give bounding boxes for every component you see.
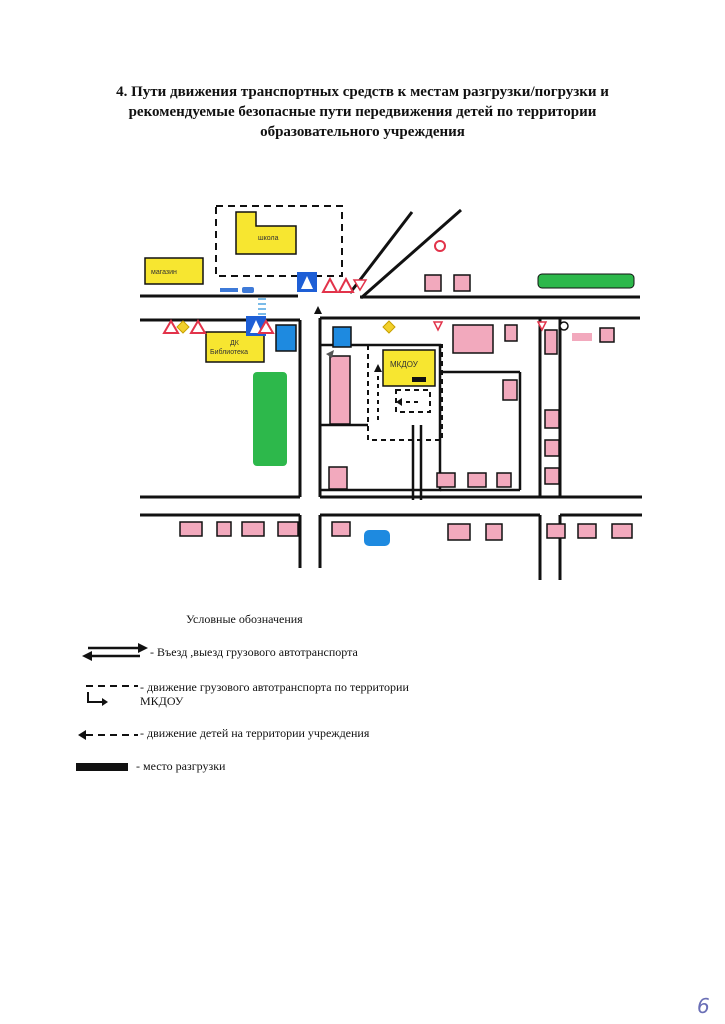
houses xyxy=(179,274,633,541)
crosswalks xyxy=(220,272,317,336)
page-title: 4. Пути движения транспортных средств к … xyxy=(40,82,685,142)
title-line-2: рекомендуемые безопасные пути передвижен… xyxy=(128,104,597,120)
legend-item-truck-route-line1: - движение грузового автотранспорта по т… xyxy=(140,680,409,694)
house-long xyxy=(329,355,351,425)
school-zone xyxy=(215,205,343,277)
school-building xyxy=(235,211,297,255)
unloading-spot xyxy=(412,377,426,382)
kindergarten-building xyxy=(382,349,436,387)
library-building xyxy=(205,331,265,363)
shop-building xyxy=(144,257,204,285)
legend-item-unloading: - место разгрузки xyxy=(136,759,226,773)
legend-item-entry-exit: - Въезд ,выезд грузового автотранспорта xyxy=(150,645,358,659)
kindergarten-label: МКДОУ xyxy=(390,360,419,369)
truck-route xyxy=(367,344,443,441)
road-diagonal-right xyxy=(360,208,462,300)
legend-title: Условные обозначения xyxy=(186,612,303,626)
children-path xyxy=(377,370,418,420)
park-area xyxy=(253,372,287,466)
dashed-arrow-icon xyxy=(86,685,138,706)
unloading-bar-icon xyxy=(76,763,128,771)
blue-building-2 xyxy=(332,326,352,348)
school-label: школа xyxy=(258,235,279,242)
blue-building-1 xyxy=(275,324,297,352)
shop-label: магазин xyxy=(151,269,177,276)
title-line-1: 4. Пути движения транспортных средств к … xyxy=(116,84,609,100)
two-way-arrow-icon xyxy=(82,643,148,661)
legend-item-children-path: - движение детей на территории учреждени… xyxy=(140,726,370,740)
green-strip xyxy=(537,273,635,289)
house-faded xyxy=(572,333,592,341)
library-label-2: Библиотека xyxy=(210,348,248,356)
entrance-lane xyxy=(411,425,423,500)
library-label-1: ДК xyxy=(230,340,240,347)
title-line-3: образовательного учреждения xyxy=(260,124,465,140)
blue-building-3 xyxy=(364,530,390,546)
warning-signs xyxy=(162,240,569,358)
dashed-arrow-left-icon xyxy=(78,730,138,740)
roads xyxy=(140,208,642,580)
legend-item-truck-route-line2: МКДОУ xyxy=(140,694,184,708)
page-number: 6 xyxy=(697,994,710,1018)
legend-item-truck-route: - движение грузового автотранспорта по т… xyxy=(140,680,409,708)
